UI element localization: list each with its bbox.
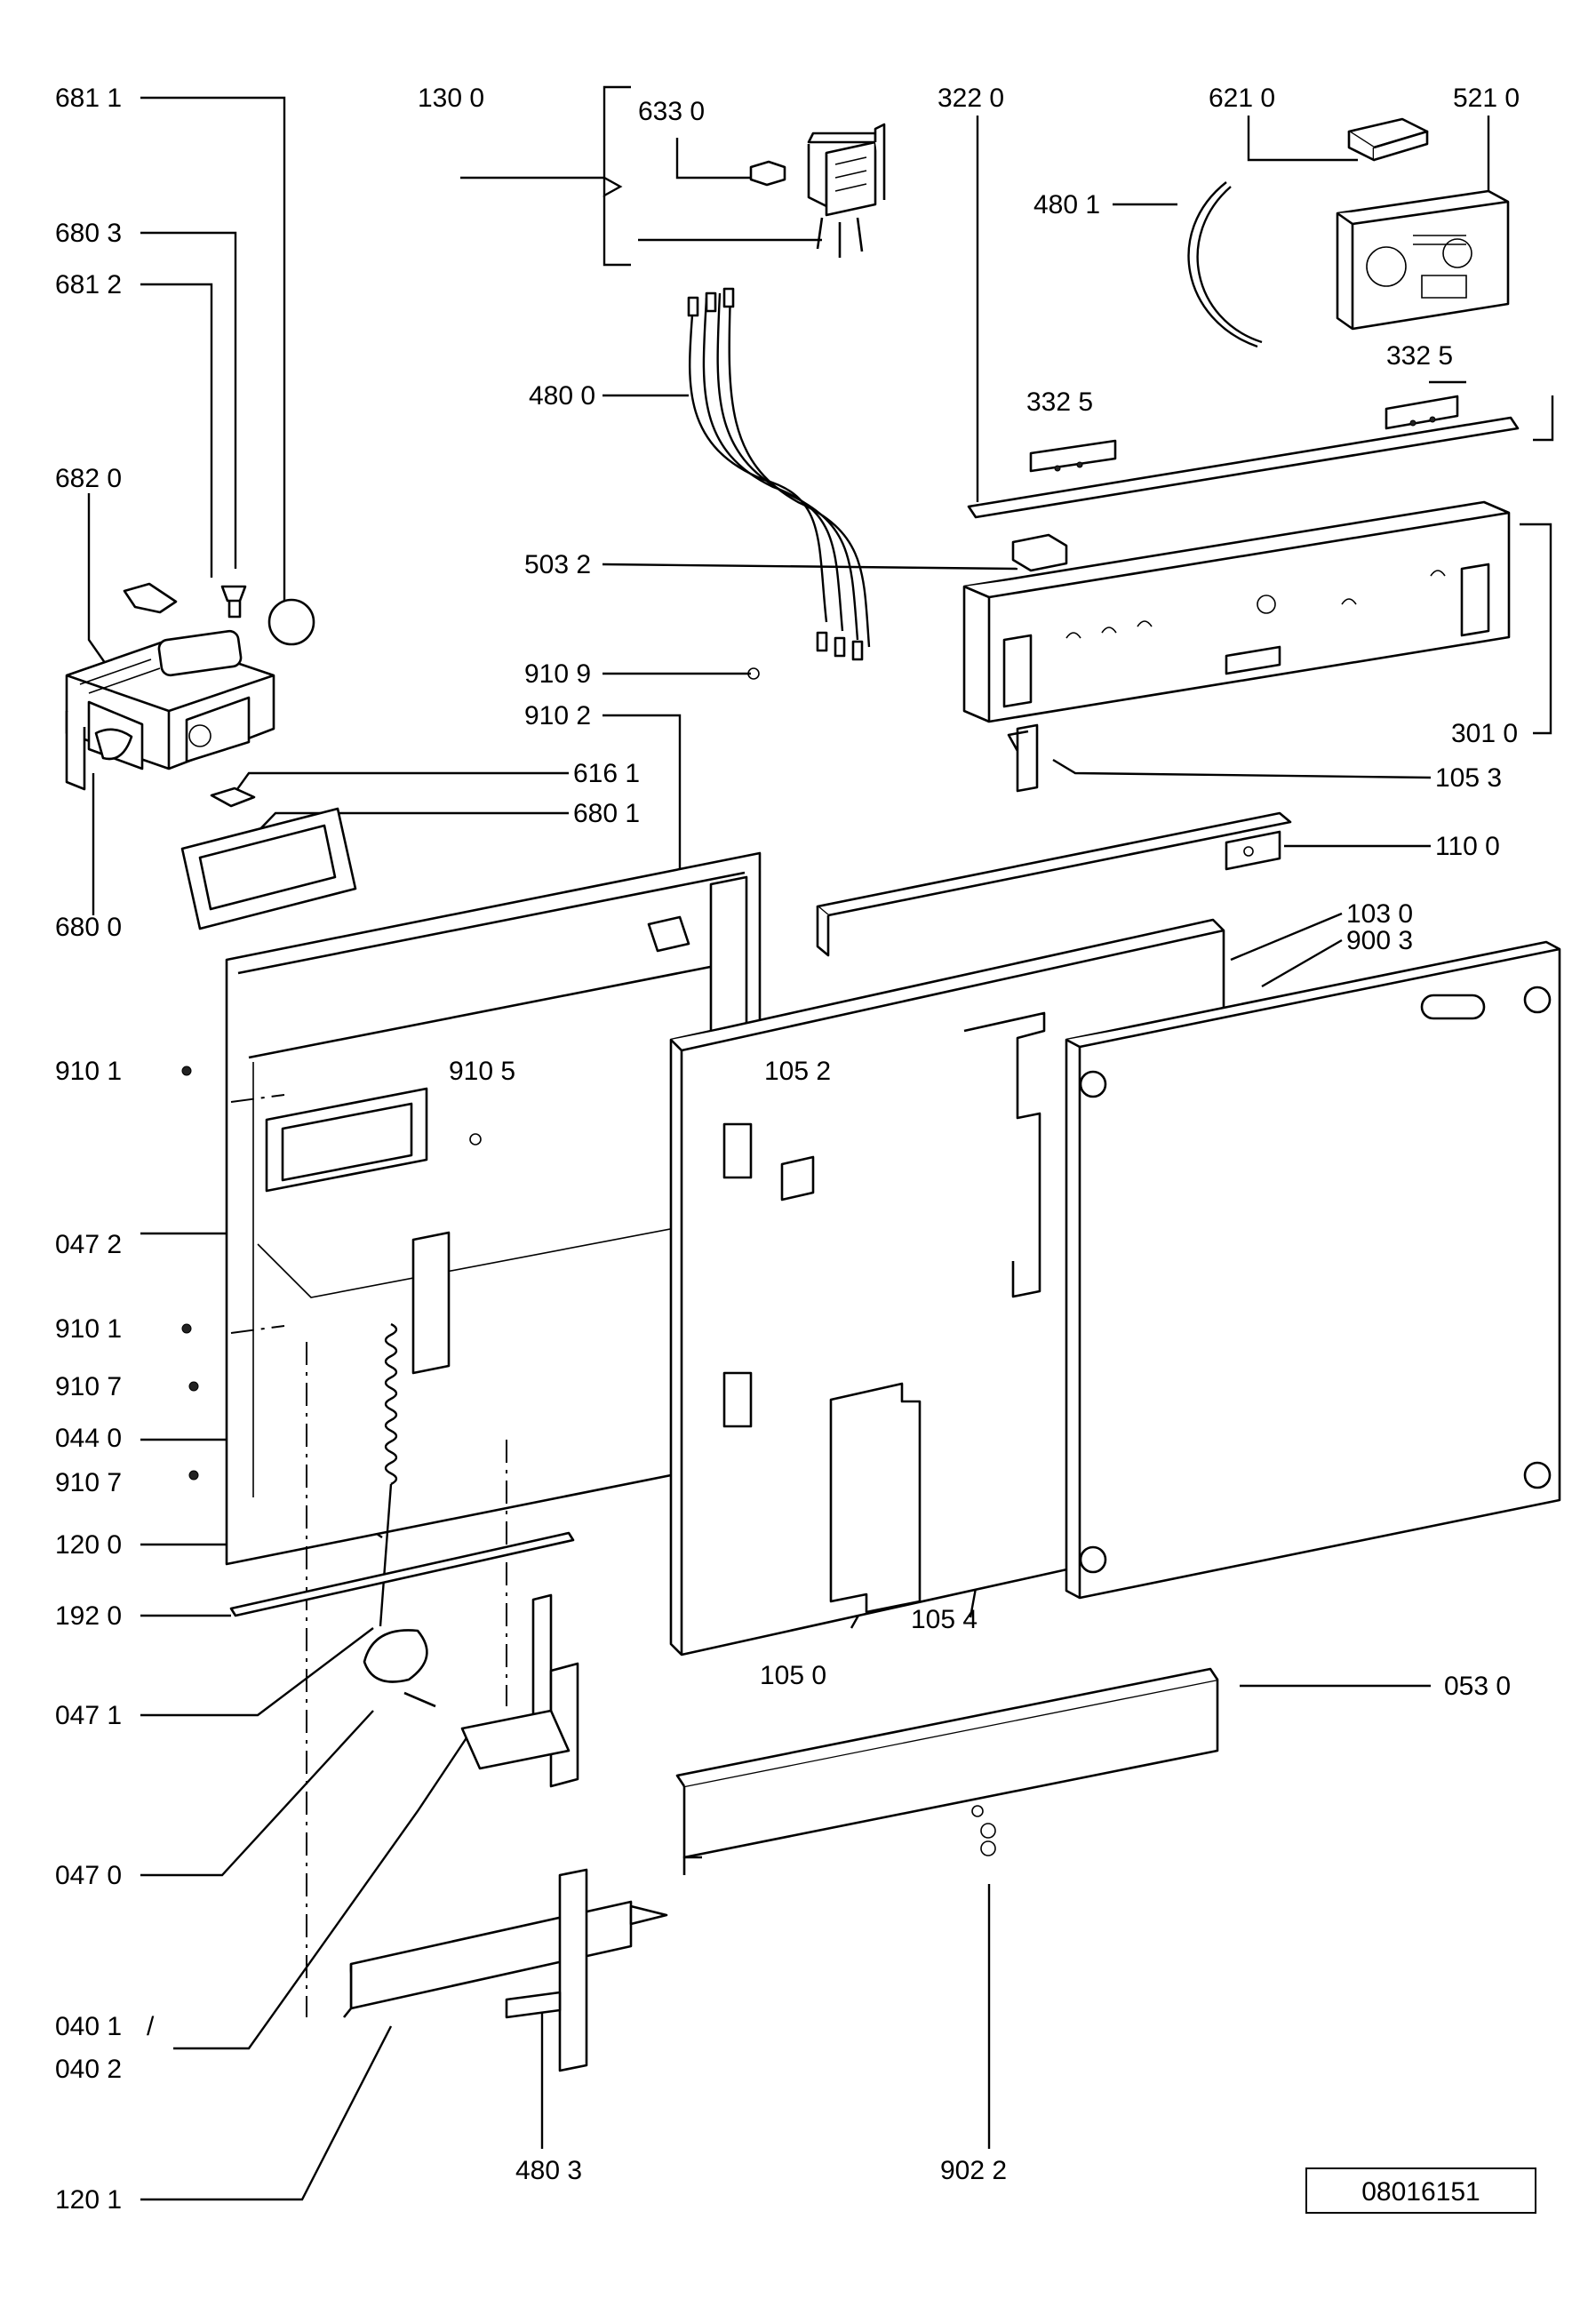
- label-105-0: 105 0: [760, 1661, 826, 1690]
- drawing-number: 08016151: [1361, 2177, 1480, 2207]
- small-bracket-part: [1007, 723, 1039, 793]
- label-910-1b: 910 1: [55, 1314, 122, 1344]
- label-900-3: 900 3: [1346, 926, 1413, 955]
- label-120-0: 120 0: [55, 1530, 122, 1560]
- inner-door-liner: [225, 851, 762, 1566]
- alignment-lines: [230, 1094, 507, 2017]
- label-053-0: 053 0: [1444, 1672, 1511, 1701]
- label-633-0: 633 0: [638, 97, 705, 126]
- label-103-0: 103 0: [1346, 899, 1413, 929]
- label-521-0: 521 0: [1453, 84, 1520, 113]
- label-621-0: 621 0: [1209, 84, 1275, 113]
- seal-strip-part: [229, 1531, 575, 1617]
- label-301-0: 301 0: [1451, 719, 1518, 748]
- label-322-0: 322 0: [938, 84, 1004, 113]
- label-120-1: 120 1: [55, 2185, 122, 2215]
- kick-plate: [342, 1868, 668, 2072]
- label-480-3: 480 3: [515, 2156, 582, 2185]
- top-strip: [967, 395, 1520, 519]
- label-680-0: 680 0: [55, 913, 122, 942]
- rail-part: [816, 811, 1292, 957]
- label-910-7b: 910 7: [55, 1468, 122, 1497]
- label-902-2: 902 2: [940, 2156, 1007, 2185]
- label-047-2: 047 2: [55, 1230, 122, 1259]
- label-105-4: 105 4: [911, 1605, 978, 1634]
- outer-door-panel: [1065, 940, 1561, 1600]
- label-682-0: 682 0: [55, 464, 122, 493]
- label-910-5: 910 5: [449, 1057, 515, 1086]
- control-module: [1336, 189, 1510, 331]
- gasket-part: [180, 807, 357, 930]
- switch-assembly: [749, 123, 886, 258]
- screws: [181, 667, 760, 1481]
- curved-cable-part: [1187, 181, 1263, 348]
- label-slash: /: [147, 2012, 155, 2041]
- flap-part: [210, 786, 256, 808]
- lower-cover: [675, 1667, 1219, 1875]
- dispenser-assembly: [65, 629, 275, 791]
- connector-part: [1347, 117, 1429, 162]
- label-910-1a: 910 1: [55, 1057, 122, 1086]
- label-192-0: 192 0: [55, 1601, 122, 1631]
- label-332-5b: 332 5: [1386, 341, 1453, 371]
- spring-assembly: [363, 1322, 579, 1788]
- label-910-7a: 910 7: [55, 1372, 122, 1401]
- label-480-1: 480 1: [1033, 190, 1100, 220]
- cap-part: [267, 598, 315, 646]
- label-130-0: 130 0: [418, 84, 484, 113]
- label-040-2: 040 2: [55, 2055, 122, 2084]
- label-616-1: 616 1: [573, 759, 640, 788]
- small-block-part: [1011, 533, 1068, 572]
- label-110-0: 110 0: [1435, 832, 1500, 861]
- label-910-9: 910 9: [524, 659, 591, 689]
- label-503-2: 503 2: [524, 550, 591, 579]
- label-680-1: 680 1: [573, 799, 640, 828]
- label-910-2: 910 2: [524, 701, 591, 730]
- label-105-3: 105 3: [1435, 763, 1502, 793]
- label-040-1: 040 1: [55, 2012, 122, 2041]
- leader-lines: [87, 85, 1554, 2201]
- drawing-number-box: 08016151: [1305, 2167, 1536, 2214]
- bracket-part: [123, 582, 178, 614]
- control-panel: [962, 500, 1511, 723]
- label-047-1: 047 1: [55, 1701, 122, 1730]
- label-332-5a: 332 5: [1026, 387, 1093, 417]
- label-480-0: 480 0: [529, 381, 595, 411]
- label-681-2: 681 2: [55, 270, 122, 299]
- clip-part: [220, 585, 247, 619]
- label-044-0: 044 0: [55, 1424, 122, 1453]
- label-105-2: 105 2: [764, 1057, 831, 1086]
- wiring-harness: [687, 287, 871, 661]
- label-681-1: 681 1: [55, 84, 122, 113]
- label-047-0: 047 0: [55, 1861, 122, 1890]
- label-680-3: 680 3: [55, 219, 122, 248]
- part-labels: 681 1 680 3 681 2 682 0 616 1 680 1 680 …: [55, 84, 1520, 2215]
